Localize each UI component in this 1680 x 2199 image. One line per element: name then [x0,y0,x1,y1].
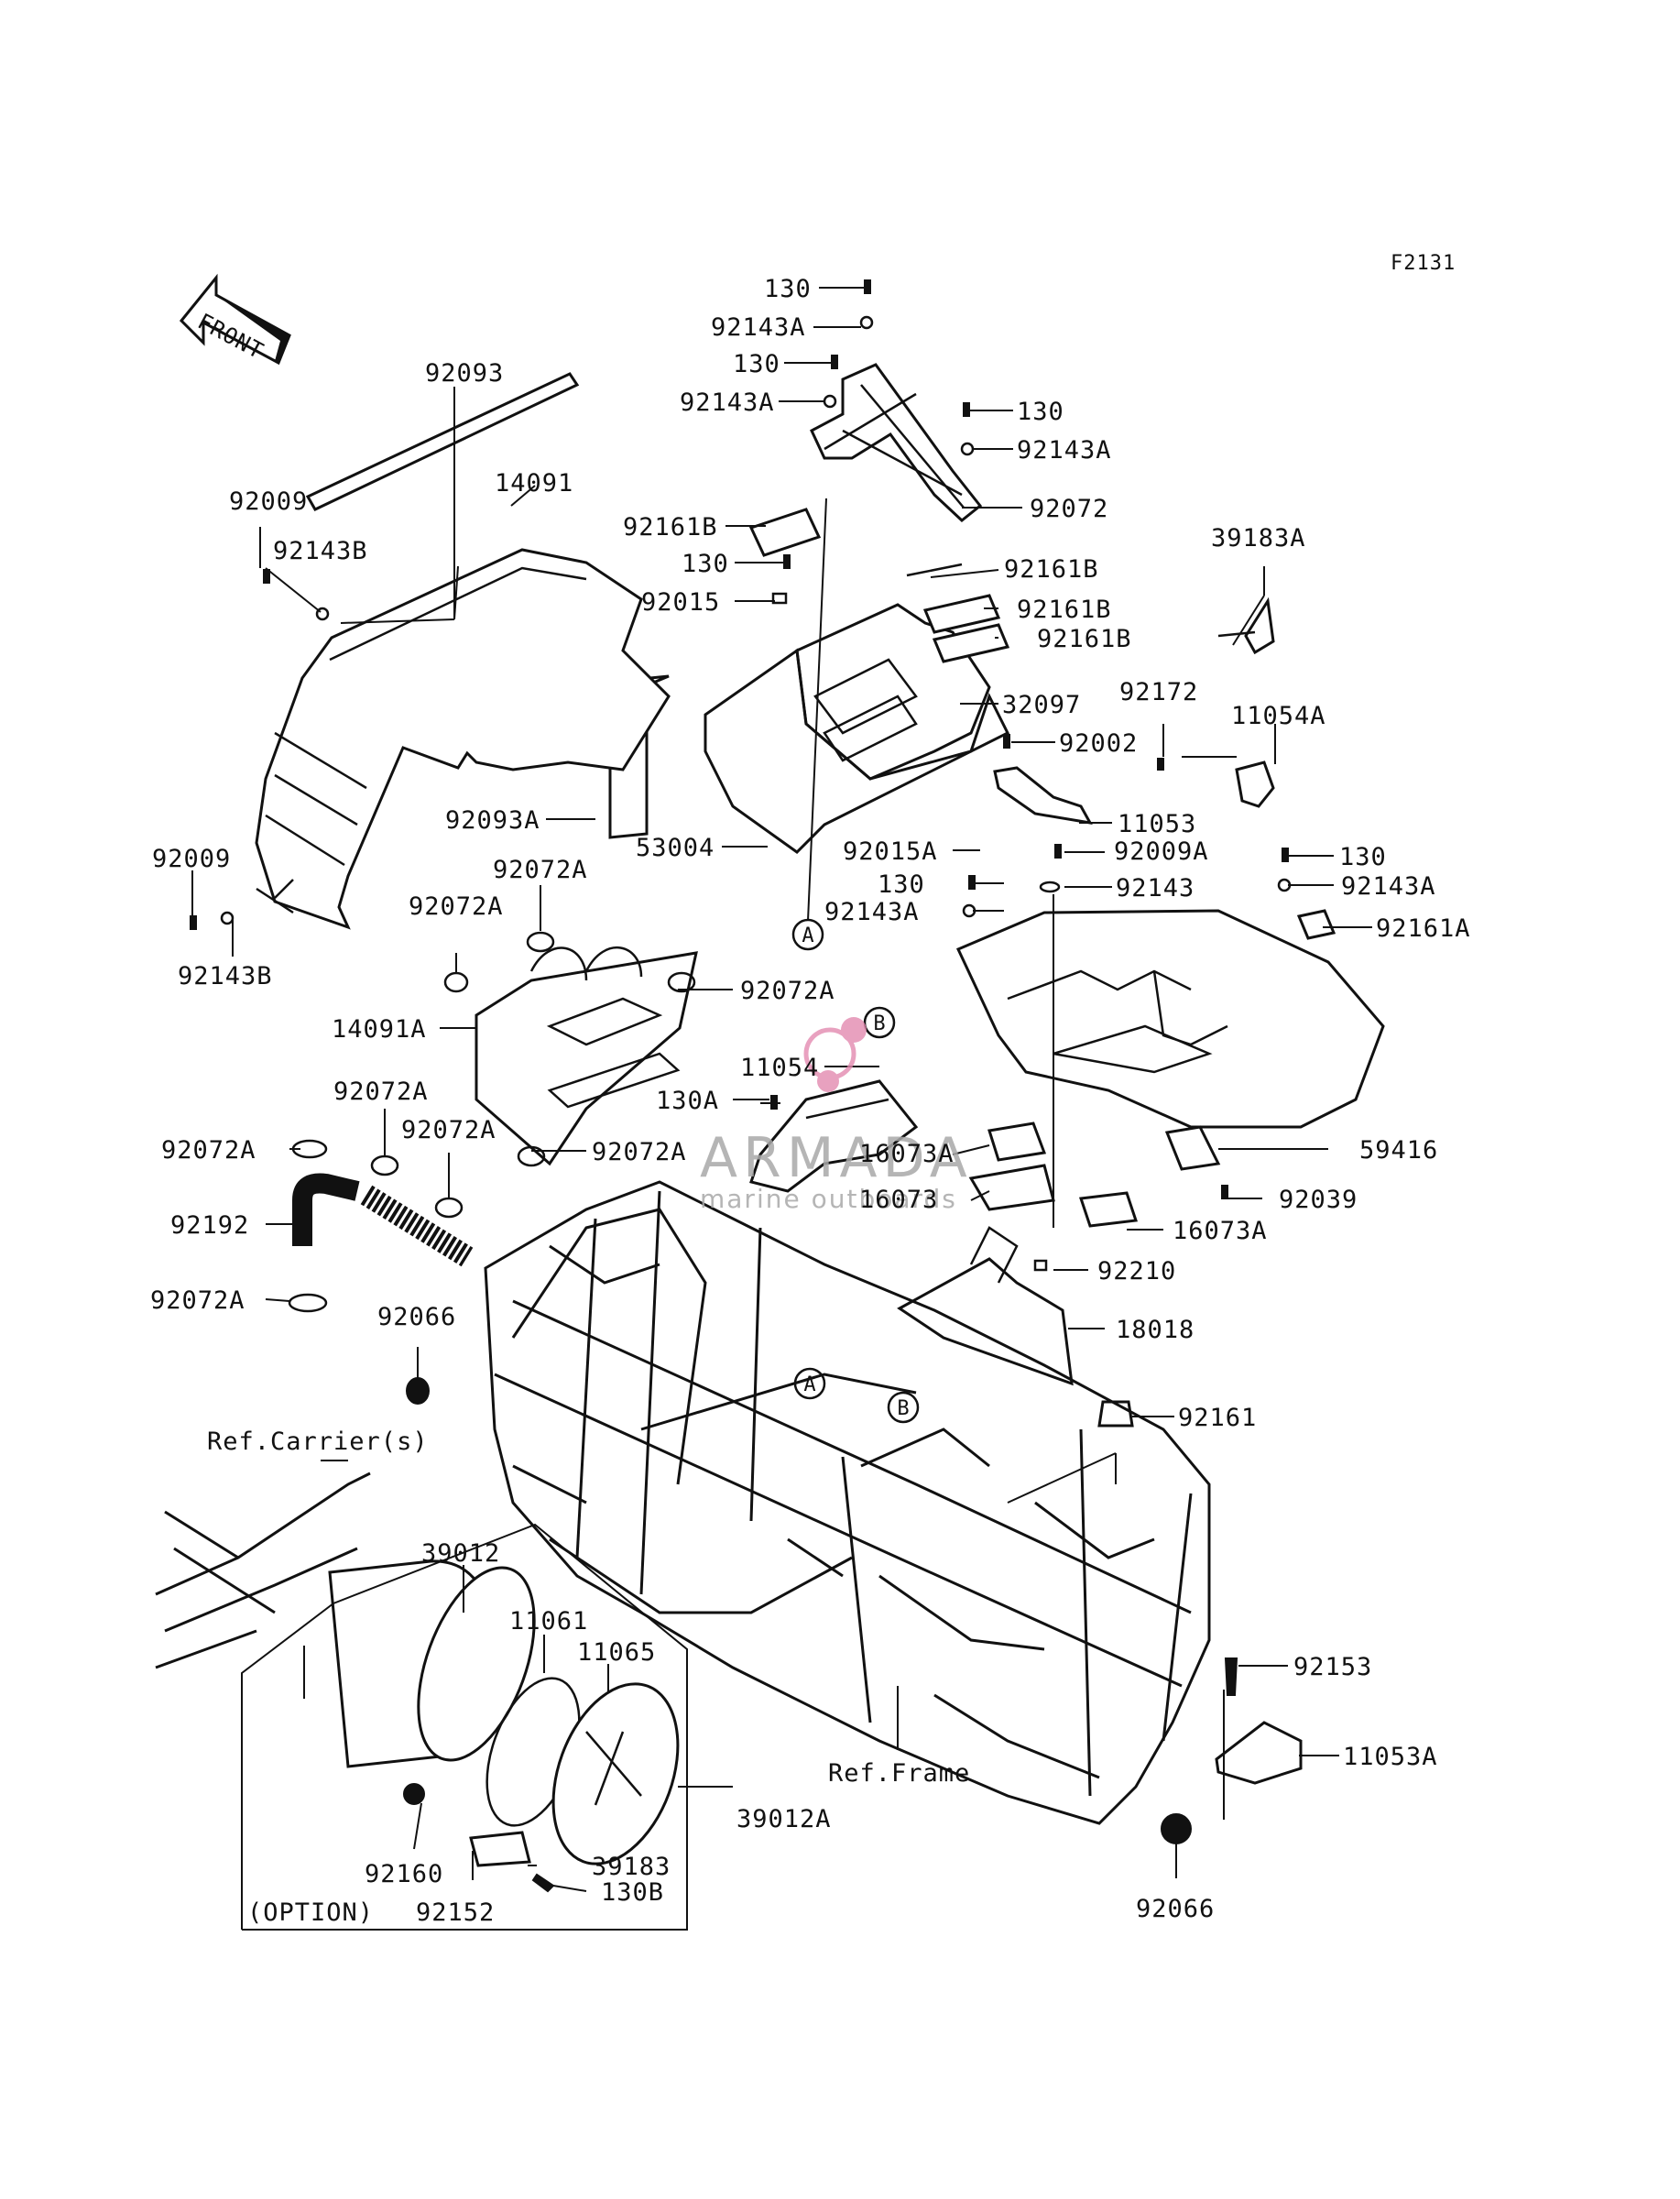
part-label: 92143A [711,313,806,342]
part-label: 92161B [623,513,718,542]
part-label: 92161A [1376,914,1471,943]
part-label: 130 [1017,398,1064,426]
svg-text:A: A [803,1373,815,1396]
figure-code: F2131 [1391,252,1456,275]
watermark-brand: ARMADA [700,1126,973,1190]
part-label: 92143A [824,898,920,926]
part-label: 130 [682,550,729,578]
watermark-tagline: marine outboards [700,1184,957,1214]
part-label: 92072 [1030,495,1108,523]
part-label: 53004 [636,834,715,862]
part-label: 92192 [170,1211,249,1240]
part-label: 92072A [493,856,588,884]
front-arrow-icon: FRONT [179,273,291,366]
part-label: 32097 [1002,691,1081,719]
callout-marker-b-upper: B [863,1006,896,1039]
part-label: 130 [764,275,812,303]
reference-carrier-label: Ref.Carrier(s) [207,1428,429,1456]
part-label: 130 [878,870,925,899]
callout-marker-a-upper: A [791,918,824,951]
part-label: 39012A [736,1805,832,1833]
part-label: 92015A [843,837,938,866]
part-label: 92015 [641,588,720,617]
part-illustrations [155,279,1385,1893]
part-label: 92161B [1037,625,1132,653]
part-label: 92161B [1017,596,1112,624]
part-label: 92066 [1136,1895,1215,1923]
part-label: 11053 [1118,810,1196,838]
part-label: 39012 [421,1539,500,1568]
part-label: 11054 [740,1054,819,1082]
part-label: 14091 [495,469,573,498]
part-label: 92143A [680,388,775,417]
part-label: 92153 [1293,1653,1372,1681]
watermark-logo-icon [803,1017,867,1092]
part-label: 59416 [1359,1136,1438,1165]
part-label: 92210 [1097,1257,1176,1285]
part-label: 92072A [401,1116,496,1144]
part-label: 92072A [409,892,504,921]
part-label: 92093A [445,806,540,835]
part-label: 16073A [1173,1217,1268,1245]
part-label: 92072A [592,1138,687,1166]
svg-text:B: B [897,1397,909,1420]
part-label: 92143 [1116,874,1195,903]
part-label: 92152 [416,1898,495,1927]
part-label: 92009A [1114,837,1209,866]
part-label: 92039 [1279,1186,1358,1214]
part-label: 130B [601,1878,664,1907]
part-label: 11053A [1343,1743,1438,1771]
reference-frame-label: Ref.Frame [828,1759,970,1788]
part-label: 92072A [150,1286,245,1315]
part-label: 92161 [1178,1404,1257,1432]
part-label: 11065 [577,1638,656,1667]
part-label: 11054A [1231,702,1326,730]
part-label: 39183A [1211,524,1306,552]
part-label: 92002 [1059,729,1138,758]
svg-text:A: A [802,924,813,947]
part-label: 92072A [333,1078,429,1106]
watermark: ARMADA marine outboards [700,1017,973,1214]
part-label: 92172 [1119,678,1198,706]
option-box [241,1523,688,1931]
part-label: 92160 [365,1860,443,1888]
part-label: 92143A [1341,872,1436,901]
part-label: 14091A [332,1015,427,1044]
part-label: 130 [733,350,780,378]
option-label: (OPTION) [247,1898,374,1927]
part-label: 92093 [425,359,504,388]
part-label: 16073 [859,1186,938,1214]
part-label: 18018 [1116,1316,1195,1344]
part-label: 39183 [592,1853,671,1881]
part-label: 16073A [859,1140,955,1168]
part-label: 92072A [161,1136,256,1165]
part-label: 92143B [178,962,273,990]
svg-text:B: B [873,1012,885,1035]
part-label: 92009 [229,487,308,516]
part-label: 11061 [509,1607,588,1636]
part-labels: 130 92143A 130 92143A 130 92143A 92072 9… [150,275,1471,1927]
part-label: 92143B [273,537,368,565]
part-label: 92066 [377,1303,456,1331]
part-label: 130A [656,1087,719,1115]
callout-marker-a-lower: A [793,1367,826,1400]
part-label: 92009 [152,845,231,873]
part-label: 92143A [1017,436,1112,465]
part-label: 130 [1339,843,1387,871]
part-label: 92161B [1004,555,1099,584]
callout-marker-b-lower: B [887,1391,920,1424]
part-label: 92072A [740,977,835,1005]
